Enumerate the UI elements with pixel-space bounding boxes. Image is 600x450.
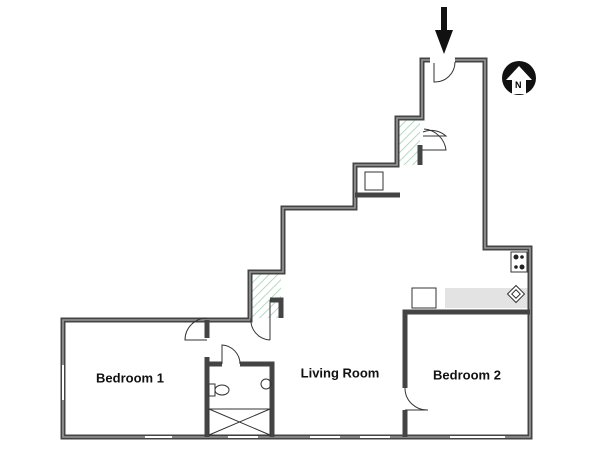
stove-icon [510,251,528,273]
windows [62,365,505,438]
north-compass-icon [502,61,536,95]
room-label-living-room: Living Room [300,365,380,381]
doors [184,61,456,411]
closet-top [398,119,420,165]
room-label-bedroom-2: Bedroom 2 [433,367,501,383]
bathroom-fixtures [208,378,272,436]
shower [208,408,271,436]
compass-letter: N [515,80,522,90]
kitchen-counter [445,288,528,308]
sink-icon [506,284,526,304]
outer-walls [60,57,533,440]
interior-walls [204,145,530,437]
closet-living [251,273,281,318]
fridge-icon [411,287,437,309]
appliance-box [364,171,384,191]
room-label-bedroom-1: Bedroom 1 [96,370,164,386]
entrance-arrow-icon [435,7,453,54]
